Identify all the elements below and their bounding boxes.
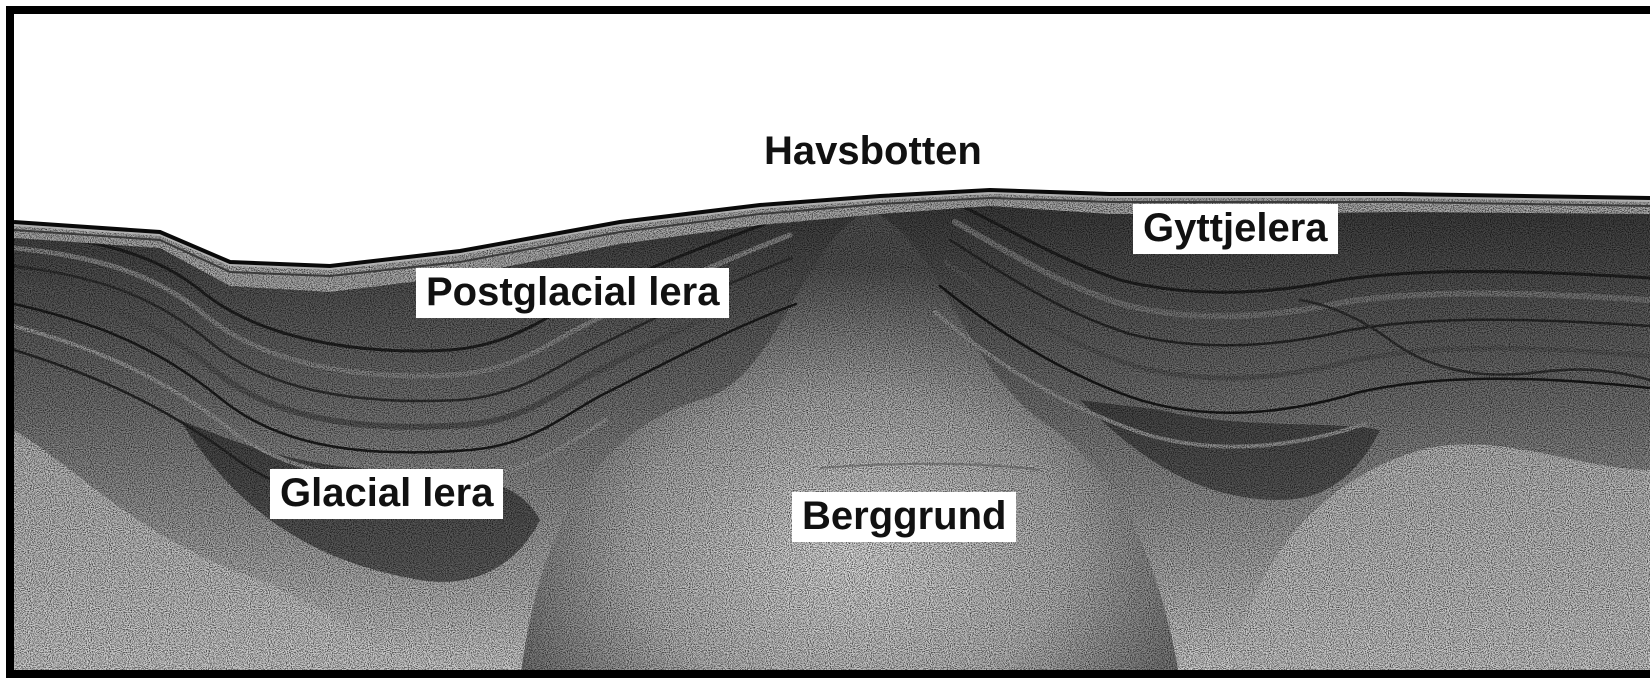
bedrock-label: Berggrund — [792, 492, 1016, 542]
postglacial-clay-label: Postglacial lera — [416, 268, 729, 318]
seabed-label: Havsbotten — [764, 131, 982, 171]
gyttja-clay-label: Gyttjelera — [1133, 204, 1338, 254]
glacial-clay-label: Glacial lera — [270, 469, 503, 519]
